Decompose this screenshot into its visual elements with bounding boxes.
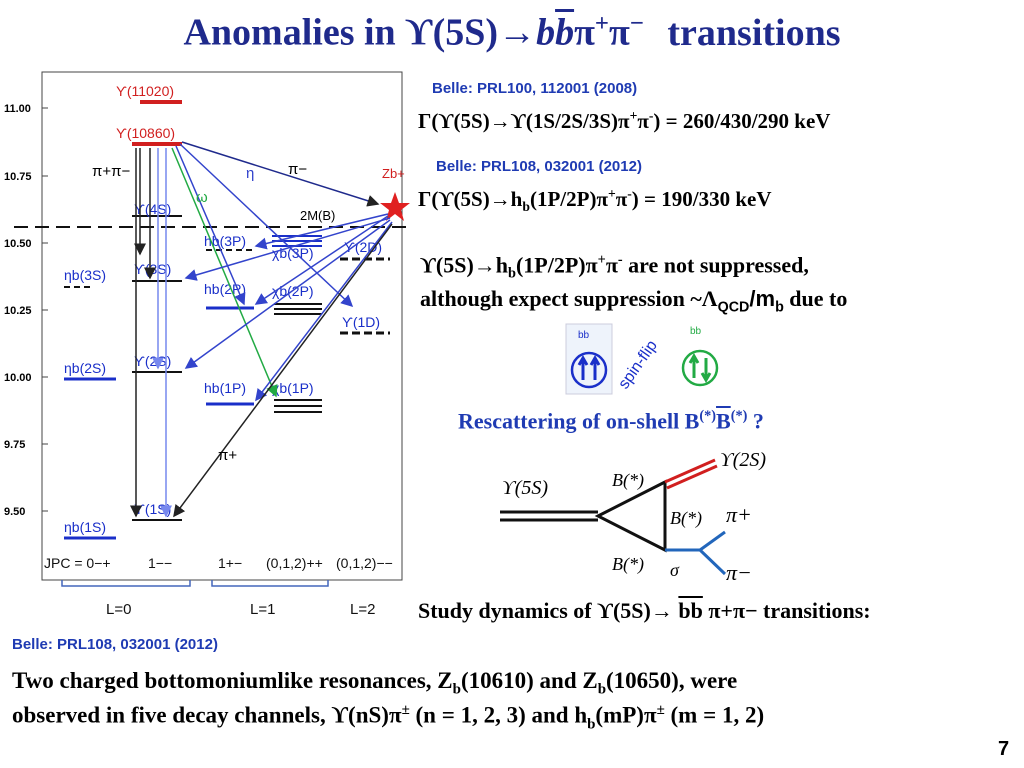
- ref-prl100: Belle: PRL100, 112001 (2008): [432, 80, 638, 97]
- study-dynamics: Study dynamics of ϒ(5S)→ bb π+π− transit…: [418, 598, 871, 623]
- feyn-piplus: π+: [726, 502, 752, 527]
- threshold-label: 2M(B): [300, 208, 335, 223]
- zb-star: [380, 192, 410, 221]
- jpc-d: (0,1,2)−−: [336, 555, 393, 571]
- feyn-b3: B(*): [612, 554, 644, 575]
- group-l1: L=1: [250, 601, 275, 618]
- state-hb1p: hb(1P): [204, 380, 246, 396]
- ytick: 9.50: [4, 506, 25, 518]
- ref-prl108-top: Belle: PRL108, 032001 (2012): [436, 158, 642, 175]
- jpc-a: 1−−: [148, 555, 172, 571]
- feyn-b1: B(*): [612, 470, 644, 491]
- feyn-sigma: σ: [670, 560, 680, 580]
- feyn-piminus: π−: [726, 560, 752, 585]
- spectrum-frame: [41, 71, 403, 581]
- state-u10860: ϒ(10860): [116, 125, 175, 141]
- rescattering-diagram: ϒ(5S) ϒ(2S) B(*) B(*) B(*) π+ π− σ: [500, 449, 766, 585]
- state-eta2s: ηb(2S): [64, 360, 106, 376]
- transition-omega: ω: [196, 189, 208, 206]
- feyn-b2: B(*): [670, 508, 702, 529]
- suppression-line2: although expect suppression ~ΛQCD/mb due…: [420, 286, 848, 316]
- upsilon-widths: Γ(ϒ(5S)→ϒ(1S/2S/3S)π+π-) = 260/430/290 k…: [418, 108, 831, 133]
- jpc-c: (0,1,2)++: [266, 555, 323, 571]
- ytick: 10.50: [4, 238, 32, 250]
- group-l2: L=2: [350, 601, 375, 618]
- state-chi3p: χb(3P): [272, 245, 314, 261]
- ytick: 10.75: [4, 171, 32, 183]
- bb-label: bb: [578, 330, 590, 341]
- feyn-ups2s: ϒ(2S): [720, 449, 766, 471]
- spin-box: [565, 323, 613, 395]
- ytick: 9.75: [4, 439, 25, 451]
- state-chi1p: χb(1P): [272, 380, 314, 396]
- hb-widths: Γ(ϒ(5S)→hb(1P/2P)π+π-) = 190/330 keV: [418, 186, 772, 215]
- ytick: 11.00: [4, 103, 31, 115]
- state-eta3s: ηb(3S): [64, 267, 106, 283]
- jpc-label: JPC = 0−+: [44, 555, 111, 571]
- transition-pipi: π+π−: [92, 163, 130, 180]
- jpc-b: 1+−: [218, 555, 242, 571]
- transition-piminus: π−: [288, 161, 307, 178]
- feyn-ups5s: ϒ(5S): [502, 477, 548, 499]
- rescattering-question: Rescattering of on-shell B(*)B(*) ?: [458, 408, 764, 434]
- state-zb: Zb+: [382, 166, 405, 181]
- spin-anti-icon: [681, 349, 719, 387]
- spin-flip-label: spin-flip: [615, 337, 661, 392]
- transition-eta: η: [246, 165, 254, 182]
- state-eta1s: ηb(1S): [64, 519, 106, 535]
- state-u1d: ϒ(1D): [342, 314, 380, 330]
- ytick: 10.25: [4, 305, 32, 317]
- state-u4s: ϒ(4S): [134, 201, 171, 217]
- bb-label-green: bb: [690, 326, 702, 337]
- state-u11020: ϒ(11020): [116, 83, 174, 99]
- ytick: 10.00: [4, 372, 32, 384]
- ref-prl108-bottom: Belle: PRL108, 032001 (2012): [12, 636, 218, 653]
- slide-title: Anomalies in ϒ(5S)→bbπ+π− transitions: [183, 10, 841, 54]
- observation-line1: Two charged bottomoniumlike resonances, …: [12, 668, 738, 698]
- spin-flip-illustration: bb spin-flip bb: [565, 323, 719, 395]
- transition-piplus: π+: [218, 447, 237, 464]
- slide-number: 7: [998, 738, 1010, 760]
- suppression-line1: ϒ(5S)→hb(1P/2P)π+π- are not suppressed,: [420, 252, 809, 282]
- bottomonium-spectrum: 11.00 10.75 10.50 10.25 10.00 9.75 9.50 …: [4, 71, 410, 618]
- spin-aligned-icon: [570, 351, 608, 389]
- group-l0: L=0: [106, 601, 131, 618]
- observation-line2: observed in five decay channels, ϒ(nS)π±…: [12, 702, 765, 733]
